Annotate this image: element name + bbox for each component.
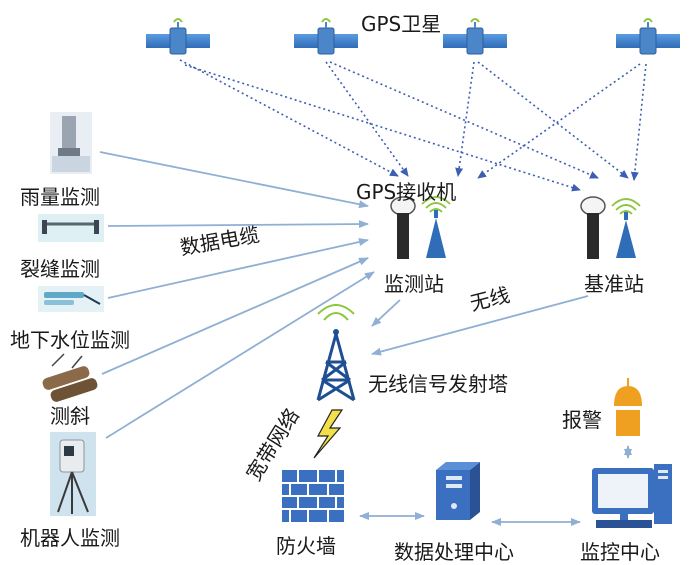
computer-icon [592, 464, 672, 528]
satellite-2-icon [294, 18, 358, 55]
sensor-data-arrows [99, 151, 375, 439]
crack-monitoring-label: 裂缝监测 [20, 257, 100, 281]
station-to-tower-arrows [371, 295, 589, 356]
rain-gauge-icon [50, 112, 92, 174]
inclination-label: 测斜 [50, 404, 90, 428]
inclinometer-icon [42, 353, 98, 402]
firewall-label: 防火墙 [276, 534, 336, 558]
data-center-label: 数据处理中心 [394, 540, 514, 564]
reference-station-receiver-icon [580, 196, 606, 259]
monitoring-station-label: 监测站 [384, 272, 444, 296]
monitoring-center-label: 监控中心 [580, 540, 660, 564]
groundwater-monitoring-label: 地下水位监测 [10, 328, 130, 352]
reference-station-label: 基准站 [584, 272, 644, 296]
monitoring-station-antenna-icon [421, 196, 451, 258]
server-icon [436, 462, 480, 520]
monitoring-station-receiver-icon [390, 196, 416, 259]
network-link-arrows [359, 445, 632, 526]
alarm-icon [610, 378, 646, 436]
gps-satellites-label: GPS卫星 [361, 12, 442, 36]
alarm-label: 报警 [562, 408, 602, 432]
firewall-icon [282, 470, 344, 522]
wireless-tower-icon [316, 304, 356, 402]
crack-sensor-icon [38, 214, 104, 242]
broadband-lightning-icon [313, 409, 344, 459]
robotic-total-station-icon [50, 432, 96, 516]
robot-monitoring-label: 机器人监测 [20, 526, 120, 550]
satellite-3-icon [443, 18, 507, 55]
satellite-4-icon [616, 18, 680, 55]
reference-station-antenna-icon [611, 198, 641, 258]
rain-monitoring-label: 雨量监测 [20, 185, 100, 209]
gps-receiver-label: GPS接收机 [356, 180, 457, 204]
satellite-signal-lines [179, 59, 647, 192]
groundwater-sensor-icon [38, 286, 104, 312]
satellite-1-icon [146, 18, 210, 55]
wireless-tower-label: 无线信号发射塔 [368, 372, 508, 396]
